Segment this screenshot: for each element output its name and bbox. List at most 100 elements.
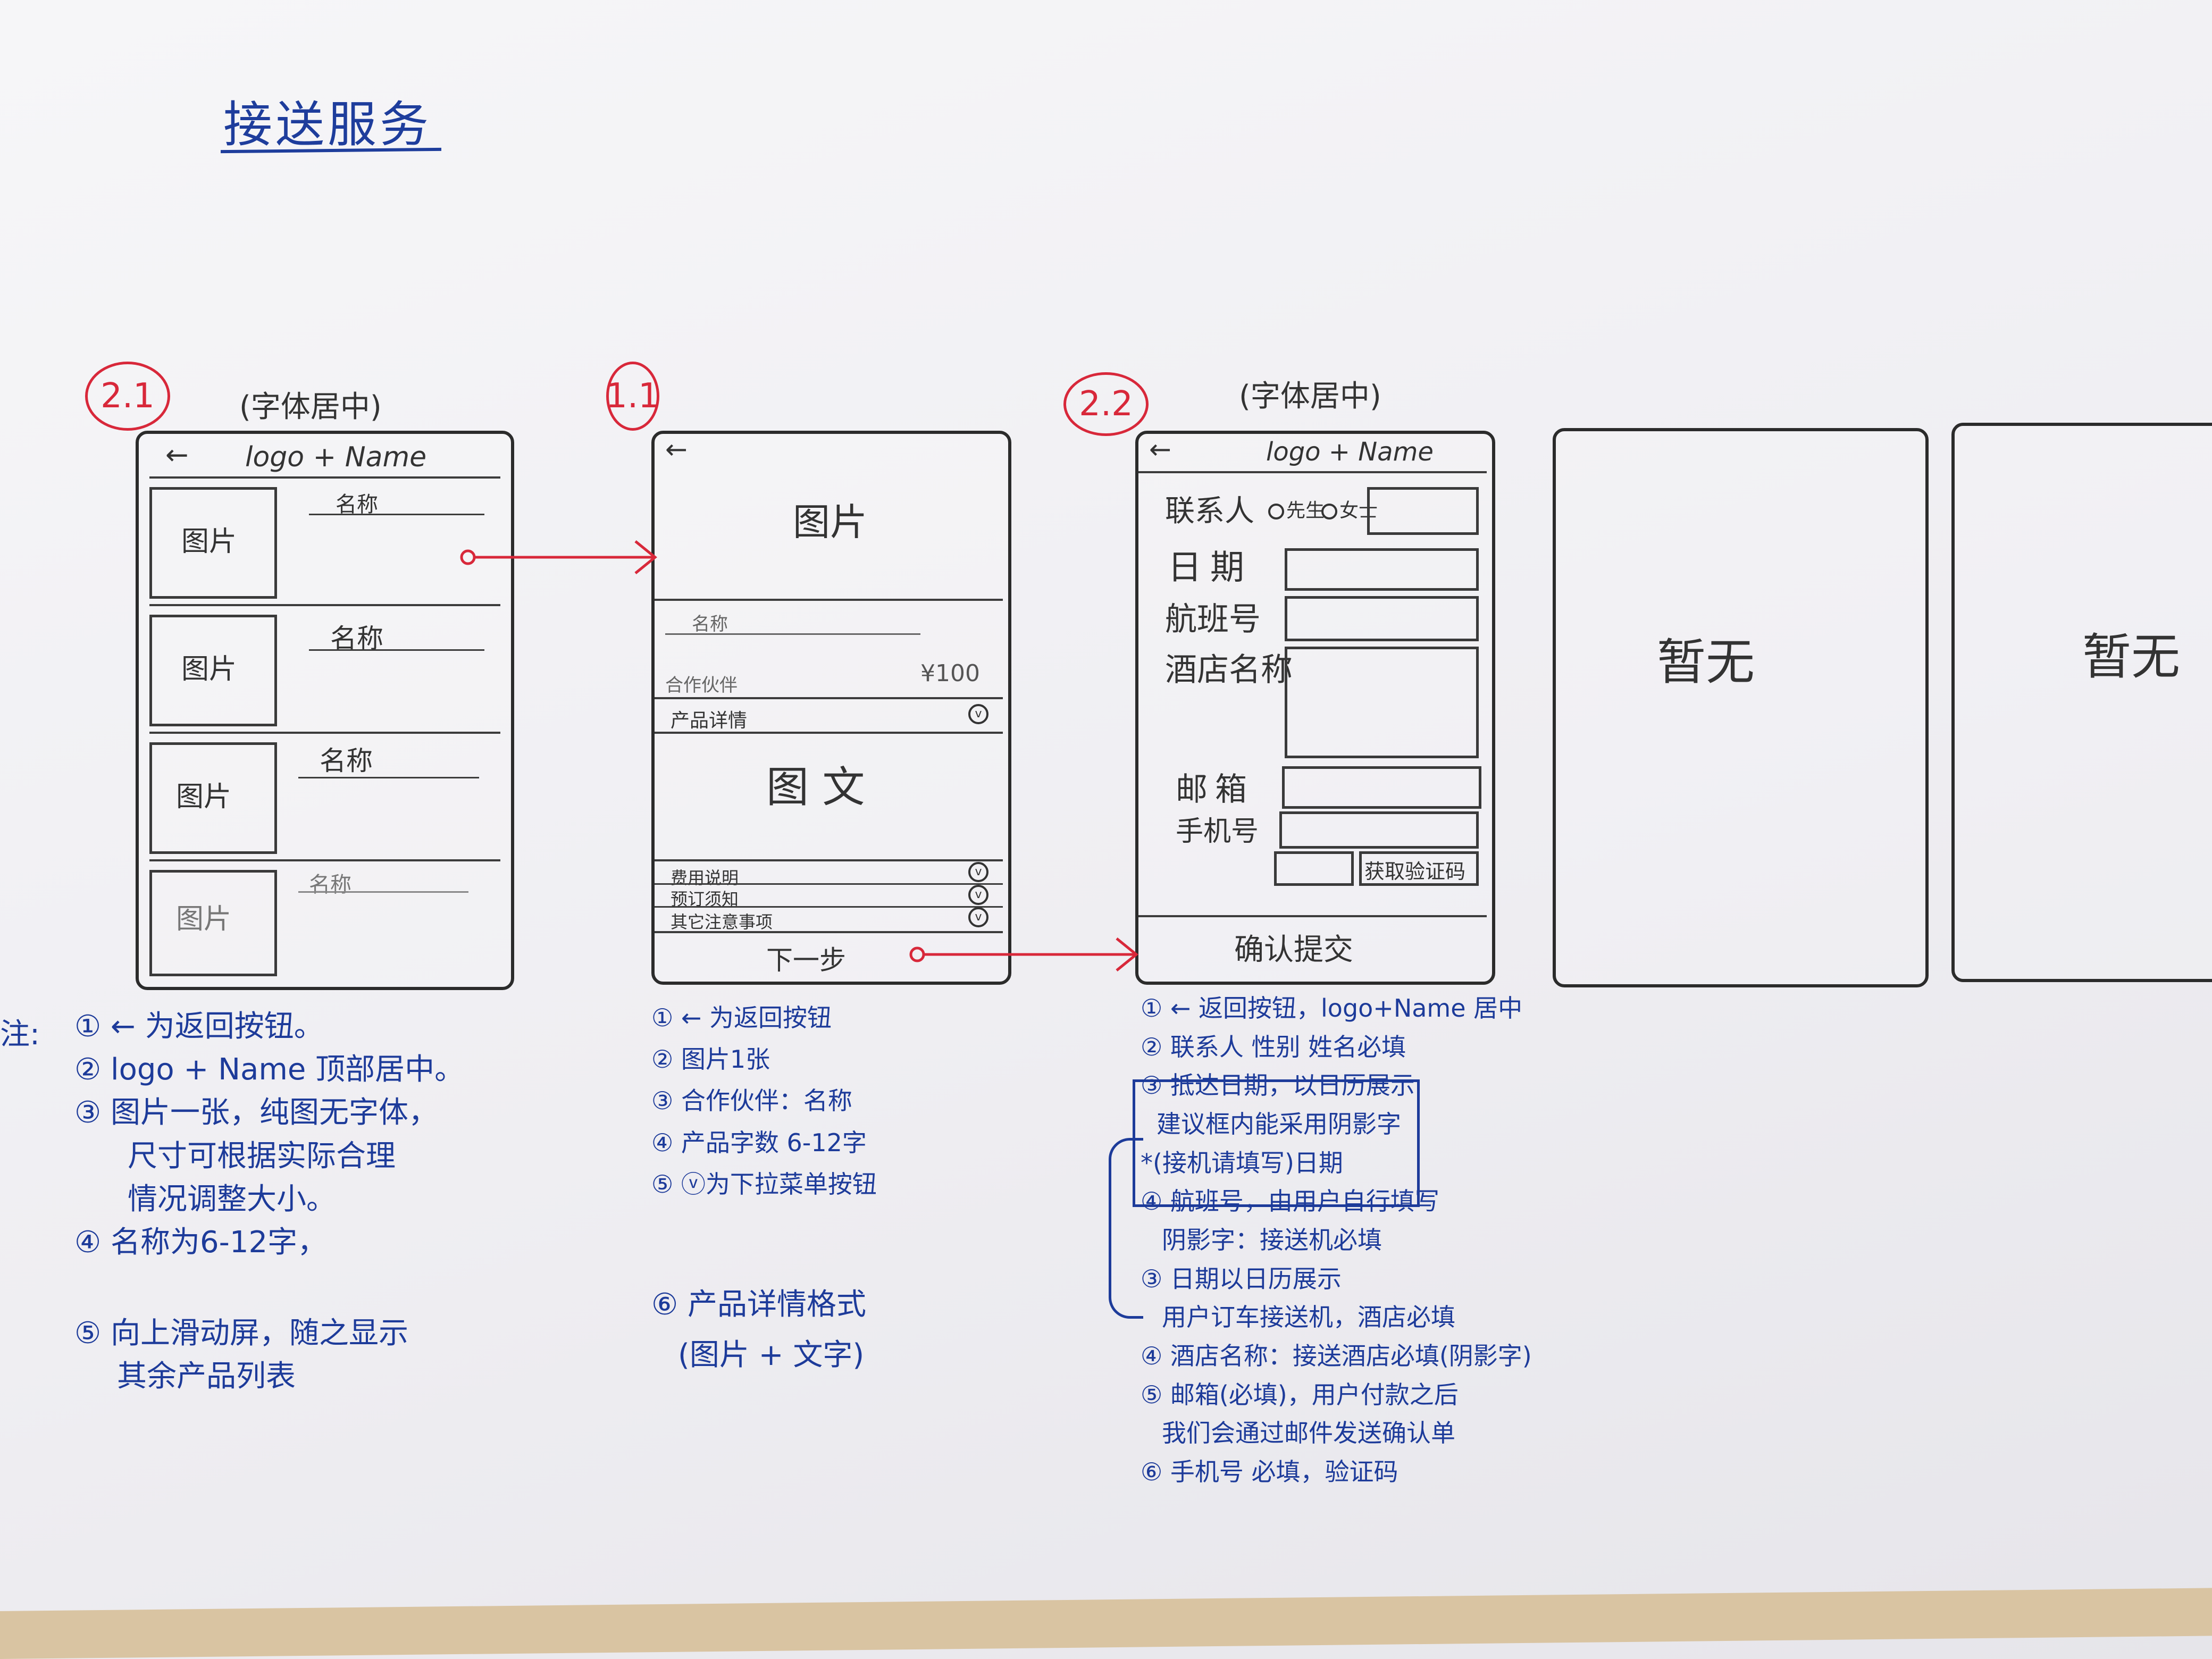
row-divider: [149, 732, 500, 734]
contact-name-input[interactable]: [1367, 487, 1479, 535]
notes-list-screen: ① ← 为返回按钮。 ② logo + Name 顶部居中。 ③ 图片一张，纯图…: [74, 1005, 464, 1398]
chevron-down-icon[interactable]: v: [968, 907, 988, 927]
item-image: [149, 742, 277, 854]
note-line: ④ 名称为6-12字，: [74, 1225, 328, 1260]
phone-label: 手机号: [1176, 816, 1259, 848]
chevron-down-icon[interactable]: v: [968, 885, 988, 905]
item-image-label: 图片: [181, 526, 237, 558]
phone-form-screen: ← logo + Name 联系人 先生 女士 日期 航班号 酒店名称 邮箱 手…: [1135, 431, 1495, 985]
back-arrow-icon[interactable]: ←: [1149, 434, 1171, 465]
item-image: [149, 615, 277, 726]
gender-radio-mr[interactable]: 先生: [1266, 495, 1325, 523]
get-code-button[interactable]: [1359, 851, 1479, 886]
detail-image-label: 图片: [793, 500, 867, 544]
email-input[interactable]: [1282, 766, 1481, 809]
note-line: 其余产品列表: [117, 1359, 296, 1394]
layout-note-c: (字体居中): [1239, 379, 1381, 414]
back-arrow-icon[interactable]: ←: [165, 439, 189, 471]
partner-label: 合作伙伴: [665, 675, 738, 696]
item-name: 名称: [309, 873, 351, 897]
note-line: 尺寸可根据实际合理: [128, 1138, 396, 1174]
note-line: ④ 产品字数 6-12字: [651, 1128, 867, 1157]
detail-name: 名称: [692, 614, 728, 635]
hotel-input[interactable]: [1285, 647, 1479, 758]
row-divider: [149, 604, 500, 606]
label-2-2: 2.2: [1063, 372, 1149, 436]
radio-icon: [1321, 504, 1337, 520]
flight-label: 航班号: [1165, 601, 1261, 638]
note-line: ① ← 返回按钮，logo+Name 居中: [1141, 994, 1523, 1023]
note-line: ③ 日期以日历展示: [1141, 1264, 1342, 1293]
header-divider: [1138, 471, 1487, 473]
gender-radio-ms[interactable]: 女士: [1319, 495, 1378, 523]
date-label: 日期: [1168, 548, 1253, 588]
contact-label: 联系人: [1165, 494, 1254, 529]
date-input[interactable]: [1285, 548, 1479, 591]
mr-label: 先生: [1286, 500, 1325, 522]
note-connector-bracket: [1109, 1138, 1143, 1319]
product-details-label: 产品详情: [671, 710, 748, 732]
item-name-underline: [298, 891, 468, 893]
note-line: 建议框内能采用阴影字: [1157, 1110, 1401, 1139]
item-image: [149, 870, 277, 976]
form-header-logo-name: logo + Name: [1266, 437, 1434, 467]
note-line: 我们会通过邮件发送确认单: [1162, 1419, 1455, 1448]
notes-detail-screen: ① ← 为返回按钮 ② 图片1张 ③ 合作伙伴：名称 ④ 产品字数 6-12字 …: [651, 997, 877, 1380]
phone-detail-screen: ← 图片 名称 合作伙伴 ¥100 产品详情 v 图 文 费用说明 v 预订须知…: [651, 431, 1011, 985]
note-line: ⑥ 手机号 必填，验证码: [1141, 1457, 1398, 1487]
note-line: ② 联系人 性别 姓名必填: [1141, 1032, 1406, 1061]
ms-label: 女士: [1339, 500, 1378, 522]
row-divider: [655, 906, 1003, 908]
email-label: 邮箱: [1176, 771, 1254, 808]
booking-label: 预订须知: [671, 889, 739, 909]
row-divider: [655, 883, 1003, 885]
rich-content: 图 文: [766, 763, 865, 812]
list-header-logo-name: logo + Name: [245, 441, 427, 473]
page-title: 接送服务: [223, 96, 432, 153]
flight-input[interactable]: [1285, 596, 1479, 641]
item-image-label: 图片: [176, 781, 232, 813]
note-line: ④ 航班号，由用户自行填写: [1141, 1187, 1439, 1216]
submit-button[interactable]: 确认提交: [1234, 933, 1353, 967]
next-step-button[interactable]: 下一步: [766, 945, 846, 976]
note-line: ④ 酒店名称：接送酒店必填(阴影字): [1141, 1342, 1532, 1371]
item-name-underline: [298, 777, 479, 778]
item-name-underline: [309, 514, 484, 515]
item-name: 名称: [330, 623, 383, 654]
phone-placeholder-a: 暂无: [1553, 428, 1929, 987]
image-divider: [655, 599, 1003, 601]
layout-note-a: (字体居中): [239, 390, 382, 424]
item-image-label: 图片: [181, 653, 237, 685]
chevron-down-icon[interactable]: v: [968, 862, 988, 882]
back-arrow-icon[interactable]: ←: [665, 434, 688, 465]
placeholder-text: 暂无: [1657, 634, 1755, 691]
get-code-label: 获取验证码: [1364, 860, 1466, 883]
content-divider: [655, 859, 1003, 861]
note-line: 用户订车接送机，酒店必填: [1162, 1303, 1455, 1332]
placeholder-text: 暂无: [2082, 629, 2181, 685]
note-line: ③ 合作伙伴：名称: [651, 1086, 852, 1116]
note-line: ③ 抵达日期，以日历展示: [1141, 1071, 1415, 1100]
item-image: [149, 487, 277, 599]
detail-name-underline: [665, 633, 920, 635]
phone-input[interactable]: [1279, 811, 1479, 849]
note-line: ③ 图片一张，纯图无字体，: [74, 1095, 439, 1130]
other-notes-label: 其它注意事项: [671, 912, 773, 932]
row-divider: [149, 859, 500, 861]
radio-icon: [1268, 504, 1284, 520]
note-line: ① ← 为返回按钮: [651, 1003, 832, 1032]
header-divider: [149, 476, 500, 479]
label-1-1: 1.1: [606, 362, 660, 431]
label-2-1: 2.1: [85, 362, 170, 431]
partner-divider: [655, 697, 1003, 699]
price-label: ¥100: [920, 660, 980, 687]
item-name: 名称: [336, 492, 378, 517]
row-divider: [655, 931, 1003, 933]
chevron-down-icon[interactable]: v: [968, 704, 988, 724]
verification-code-input[interactable]: [1274, 851, 1354, 886]
submit-divider: [1138, 915, 1487, 917]
note-line: ① ← 为返回按钮。: [74, 1009, 324, 1044]
note-line: 情况调整大小。: [128, 1182, 336, 1217]
notes-prefix: 注:: [0, 1017, 40, 1052]
